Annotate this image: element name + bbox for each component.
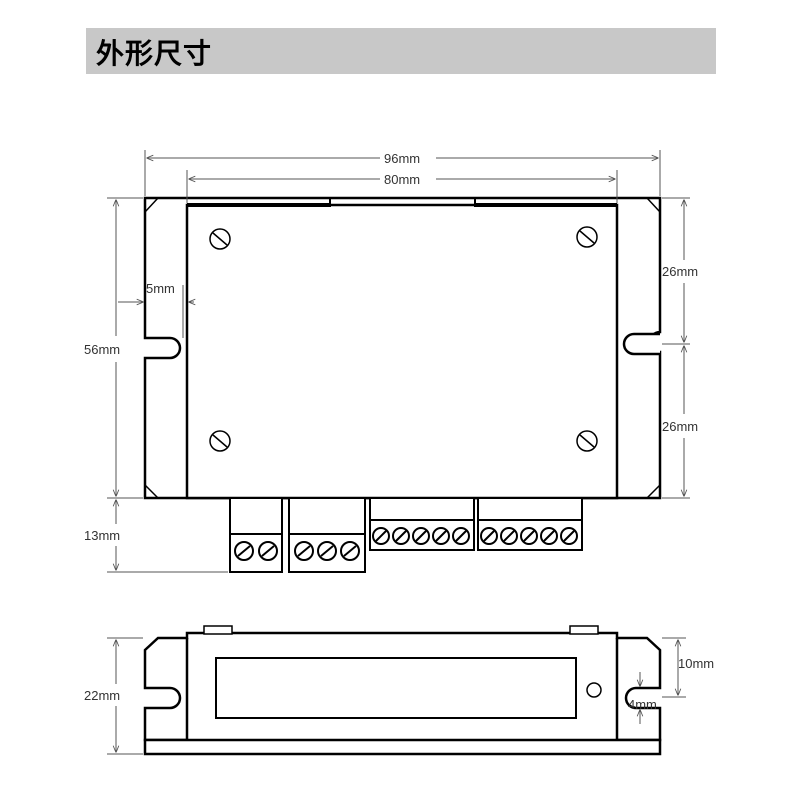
dim-lower-half: 26mm: [662, 419, 698, 434]
dim-side-slot: 4mm: [628, 697, 657, 712]
led-indicator: [586, 682, 602, 698]
dim-overall-width: 96mm: [384, 151, 420, 166]
screw-icon: [209, 228, 231, 250]
screw-icon: [576, 226, 598, 248]
main-body: [185, 203, 619, 500]
dim-connector-depth: 13mm: [84, 528, 120, 543]
display-window: [215, 657, 577, 719]
dim-upper-half: 26mm: [662, 264, 698, 279]
connector-3pin: [288, 497, 366, 573]
connector-5pin-a: [369, 497, 475, 551]
connector-5pin-b: [477, 497, 583, 551]
dim-side-upper: 10mm: [678, 656, 714, 671]
side-view: [143, 625, 662, 756]
dim-inner-width: 80mm: [384, 172, 420, 187]
dim-height: 56mm: [84, 342, 120, 357]
screw-icon: [576, 430, 598, 452]
section-header: 外形尺寸: [86, 28, 716, 74]
top-view: [143, 196, 662, 573]
dim-slot-offset: 5mm: [146, 281, 175, 296]
connector-2pin: [229, 497, 283, 573]
section-title: 外形尺寸: [96, 37, 213, 70]
screw-icon: [209, 430, 231, 452]
dim-side-height: 22mm: [84, 688, 120, 703]
